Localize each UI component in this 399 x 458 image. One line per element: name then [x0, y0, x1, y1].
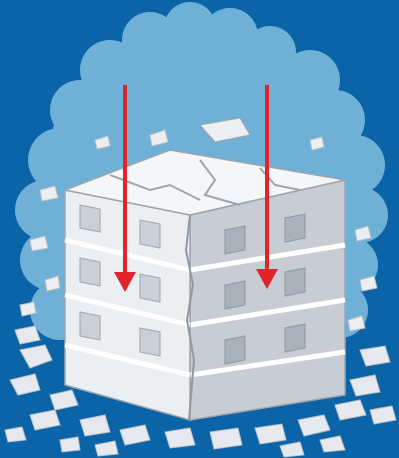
building-left-face — [65, 190, 190, 420]
